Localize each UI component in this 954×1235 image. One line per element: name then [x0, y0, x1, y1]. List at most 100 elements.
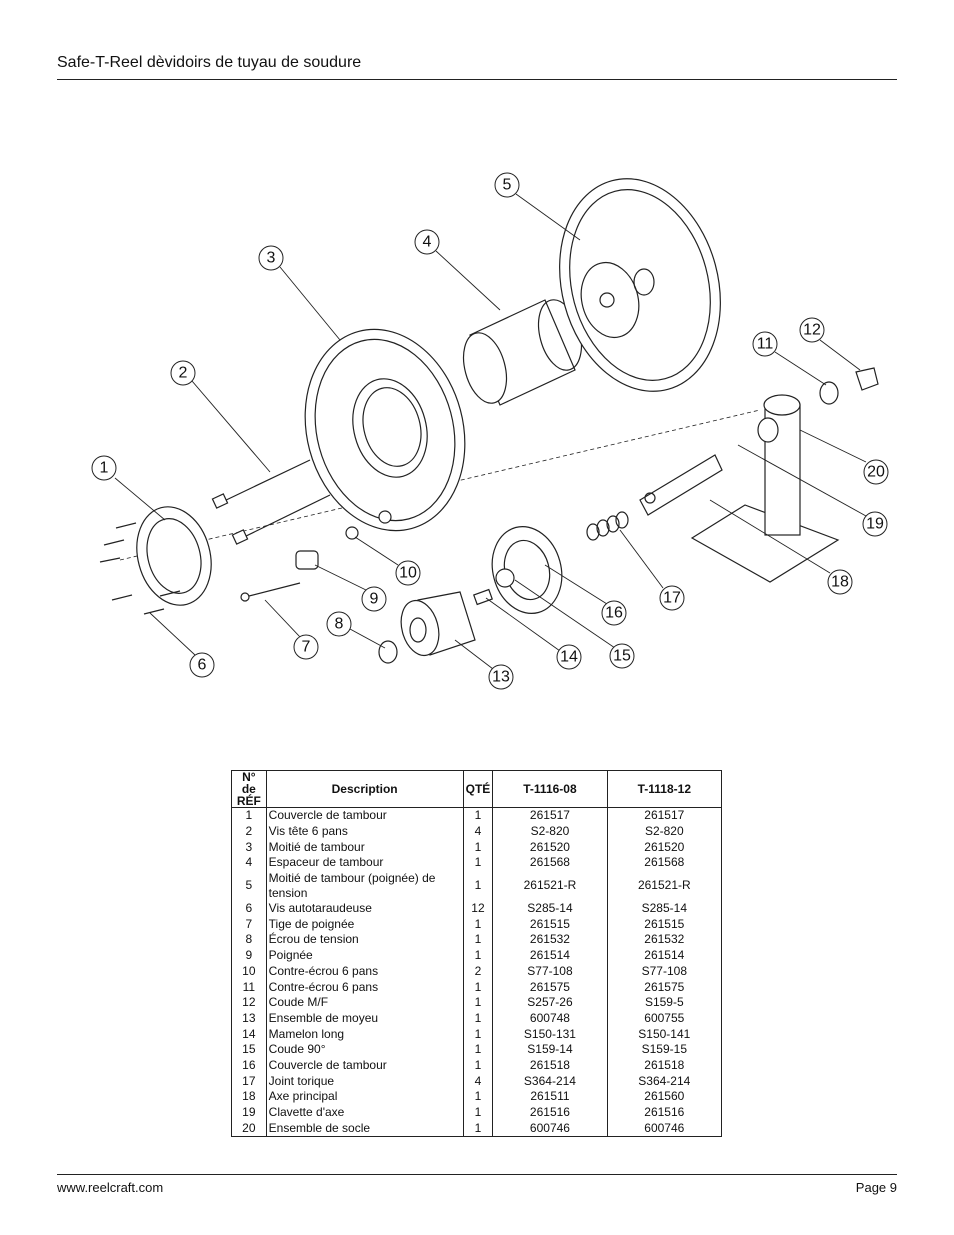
svg-text:3: 3 [267, 250, 276, 267]
cell-description: Couvercle de tambour [265, 807, 464, 824]
callout-6: 6 [189, 652, 215, 678]
callout-3: 3 [258, 245, 284, 271]
cell-qty: 4 [462, 1073, 494, 1089]
cell-ref: 7 [231, 916, 267, 933]
part-drum-cover-left [136, 506, 212, 606]
cell-ref: 15 [231, 1041, 267, 1058]
cell-description: Clavette d'axe [265, 1104, 464, 1121]
cell-ref: 4 [231, 855, 267, 871]
cell-description: Vis autotaraudeuse [265, 900, 464, 917]
cell-model-b: 600755 [606, 1010, 723, 1027]
cell-ref: 9 [231, 947, 267, 964]
footer-website: www.reelcraft.com [57, 1180, 164, 1195]
cell-model-a: 261515 [492, 916, 608, 933]
cell-ref: 1 [231, 807, 267, 824]
cell-model-a: 261575 [492, 979, 608, 995]
cell-model-a: 261532 [492, 932, 608, 948]
callout-12: 12 [799, 317, 825, 343]
cell-qty: 1 [462, 839, 494, 856]
svg-text:5: 5 [503, 177, 512, 194]
part-handle [295, 550, 319, 570]
cell-ref: 13 [231, 1010, 267, 1027]
callout-2: 2 [170, 360, 196, 386]
svg-text:4: 4 [423, 234, 432, 251]
cell-qty: 1 [462, 932, 494, 948]
svg-text:6: 6 [198, 657, 207, 674]
footer-page-number: Page 9 [855, 1180, 897, 1195]
cell-model-a: 261568 [492, 855, 608, 871]
cell-qty: 1 [462, 979, 494, 995]
cell-description: Ensemble de socle [265, 1120, 464, 1138]
callout-1: 1 [91, 455, 117, 481]
callout-20: 20 [863, 459, 889, 485]
cell-description: Coude 90° [265, 1041, 464, 1058]
header-description: Description [265, 770, 464, 808]
cell-ref: 10 [231, 963, 267, 980]
callout-9: 9 [361, 586, 387, 612]
cell-model-b: S159-15 [606, 1041, 723, 1058]
part-hex-lock-nut-right [819, 381, 839, 405]
cell-model-b: 261575 [606, 979, 723, 995]
cell-model-b: 261516 [606, 1104, 723, 1121]
cell-model-a: S150-131 [492, 1026, 608, 1042]
svg-text:13: 13 [492, 669, 510, 686]
header-ref: N° de RÉF [231, 770, 267, 808]
cell-model-b: 261514 [606, 947, 723, 964]
cell-model-a: 600748 [492, 1010, 608, 1027]
header-model-a: T-1116-08 [492, 770, 608, 808]
svg-text:9: 9 [370, 591, 379, 608]
cell-qty: 1 [462, 916, 494, 933]
part-main-shaft [639, 454, 723, 516]
cell-model-a: 261517 [492, 807, 608, 824]
cell-model-a: S2-820 [492, 823, 608, 840]
cell-description: Moitié de tambour (poignée) de tension [265, 870, 464, 901]
svg-text:15: 15 [613, 648, 631, 665]
svg-text:16: 16 [605, 605, 623, 622]
cell-description: Mamelon long [265, 1026, 464, 1042]
cell-model-a: S257-26 [492, 994, 608, 1011]
cell-description: Vis tête 6 pans [265, 823, 464, 840]
callout-13: 13 [488, 664, 514, 690]
part-drum-half-left [304, 328, 466, 532]
callout-7: 7 [293, 634, 319, 660]
part-hex-lock-nut [345, 510, 392, 540]
cell-ref: 8 [231, 932, 267, 948]
part-long-nipple [473, 588, 493, 606]
svg-text:12: 12 [803, 322, 821, 339]
callout-18: 18 [827, 569, 853, 595]
part-drum-cover-right [491, 525, 563, 615]
callout-19: 19 [862, 511, 888, 537]
cell-model-a: 261514 [492, 947, 608, 964]
cell-qty: 1 [462, 1057, 494, 1074]
cell-description: Contre-écrou 6 pans [265, 963, 464, 980]
cell-model-b: 261521-R [606, 870, 723, 901]
callout-16: 16 [601, 600, 627, 626]
cell-qty: 1 [462, 947, 494, 964]
header-qty: QTÉ [462, 770, 494, 808]
callout-10: 10 [395, 560, 421, 586]
cell-qty: 1 [462, 855, 494, 871]
cell-qty: 2 [462, 963, 494, 980]
svg-text:14: 14 [560, 649, 578, 666]
cell-ref: 2 [231, 823, 267, 840]
cell-ref: 19 [231, 1104, 267, 1121]
cell-model-b: 600746 [606, 1120, 723, 1138]
cell-model-b: S150-141 [606, 1026, 723, 1042]
callout-5: 5 [494, 172, 520, 198]
cell-model-a: S159-14 [492, 1041, 608, 1058]
footer-divider [57, 1174, 897, 1175]
part-hub-assembly [400, 591, 476, 657]
cell-model-a: 261511 [492, 1089, 608, 1105]
